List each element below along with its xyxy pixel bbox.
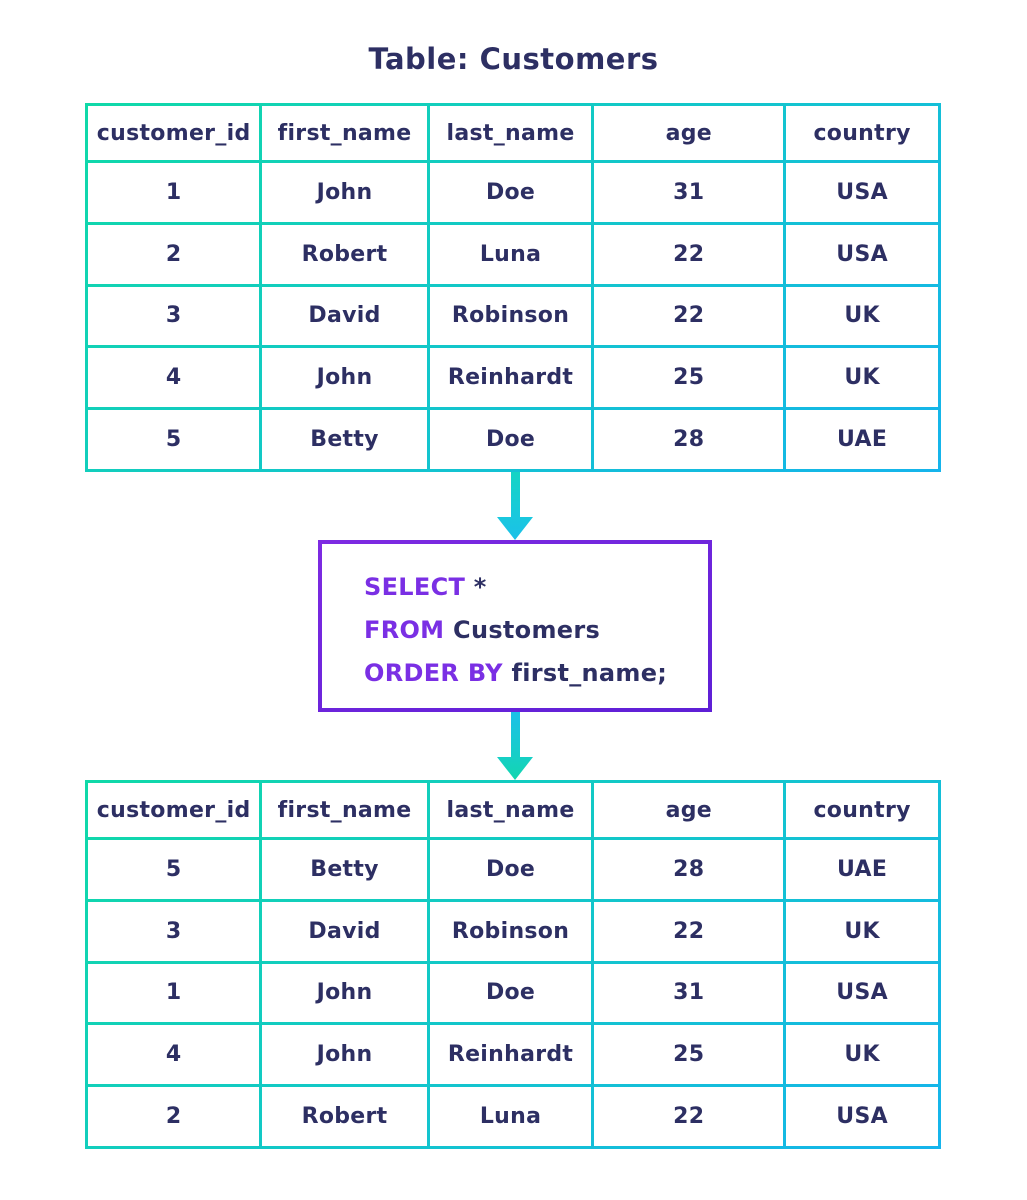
- column-header-cell: age: [594, 106, 784, 160]
- sql-line: ORDER BY first_name;: [364, 652, 708, 695]
- arrow-shaft: [510, 472, 520, 517]
- down-arrow-icon: [497, 472, 533, 540]
- arrow-head: [497, 757, 533, 780]
- sql-keyword: ORDER BY: [364, 659, 503, 687]
- data-cell: Doe: [429, 840, 592, 899]
- data-cell: 4: [88, 348, 260, 408]
- data-cell: UK: [786, 286, 938, 346]
- data-cell: UK: [786, 901, 938, 961]
- arrow-head: [497, 517, 533, 540]
- data-cell: Doe: [429, 163, 592, 222]
- sql-keyword: SELECT: [364, 573, 466, 601]
- data-cell: USA: [786, 224, 938, 284]
- data-cell: 22: [594, 901, 784, 961]
- data-cell: David: [262, 901, 427, 961]
- data-cell: Robinson: [429, 286, 592, 346]
- data-cell: 22: [594, 286, 784, 346]
- data-cell: Doe: [429, 963, 592, 1023]
- column-header-cell: country: [786, 106, 938, 160]
- column-header-cell: first_name: [262, 783, 427, 837]
- data-cell: USA: [786, 163, 938, 222]
- data-cell: Luna: [429, 1087, 592, 1146]
- sql-identifier: first_name;: [502, 659, 668, 687]
- data-cell: 1: [88, 163, 260, 222]
- column-header-cell: last_name: [429, 783, 592, 837]
- sql-identifier: Customers: [444, 616, 601, 644]
- data-cell: 28: [594, 410, 784, 469]
- data-cell: 4: [88, 1025, 260, 1085]
- column-header-cell: last_name: [429, 106, 592, 160]
- data-cell: Luna: [429, 224, 592, 284]
- data-cell: John: [262, 1025, 427, 1085]
- data-cell: USA: [786, 963, 938, 1023]
- sql-line: SELECT *: [364, 566, 708, 609]
- data-cell: Robert: [262, 224, 427, 284]
- column-header-cell: age: [594, 783, 784, 837]
- data-cell: 31: [594, 163, 784, 222]
- data-cell: 5: [88, 840, 260, 899]
- data-cell: 22: [594, 1087, 784, 1146]
- data-cell: David: [262, 286, 427, 346]
- data-cell: 28: [594, 840, 784, 899]
- data-cell: Reinhardt: [429, 1025, 592, 1085]
- data-cell: John: [262, 348, 427, 408]
- data-cell: John: [262, 963, 427, 1023]
- data-cell: Reinhardt: [429, 348, 592, 408]
- sql-line: FROM Customers: [364, 609, 708, 652]
- data-cell: UAE: [786, 410, 938, 469]
- diagram-title: Table: Customers: [368, 42, 659, 76]
- sql-identifier: *: [465, 573, 487, 601]
- data-cell: 31: [594, 963, 784, 1023]
- data-cell: Doe: [429, 410, 592, 469]
- column-header-cell: customer_id: [88, 783, 260, 837]
- data-cell: 3: [88, 901, 260, 961]
- data-cell: John: [262, 163, 427, 222]
- sql-keyword: FROM: [364, 616, 445, 644]
- data-cell: UK: [786, 1025, 938, 1085]
- data-cell: Betty: [262, 410, 427, 469]
- column-header-cell: first_name: [262, 106, 427, 160]
- data-cell: Robert: [262, 1087, 427, 1146]
- column-header-cell: customer_id: [88, 106, 260, 160]
- data-cell: 22: [594, 224, 784, 284]
- arrow-shaft: [510, 712, 520, 757]
- data-cell: 1: [88, 963, 260, 1023]
- data-cell: 25: [594, 1025, 784, 1085]
- data-cell: Betty: [262, 840, 427, 899]
- data-cell: UAE: [786, 840, 938, 899]
- data-cell: 2: [88, 1087, 260, 1146]
- data-cell: Robinson: [429, 901, 592, 961]
- data-cell: 3: [88, 286, 260, 346]
- down-arrow-icon: [497, 712, 533, 780]
- data-cell: 5: [88, 410, 260, 469]
- data-cell: 2: [88, 224, 260, 284]
- data-cell: 25: [594, 348, 784, 408]
- column-header-cell: country: [786, 783, 938, 837]
- data-cell: USA: [786, 1087, 938, 1146]
- data-cell: UK: [786, 348, 938, 408]
